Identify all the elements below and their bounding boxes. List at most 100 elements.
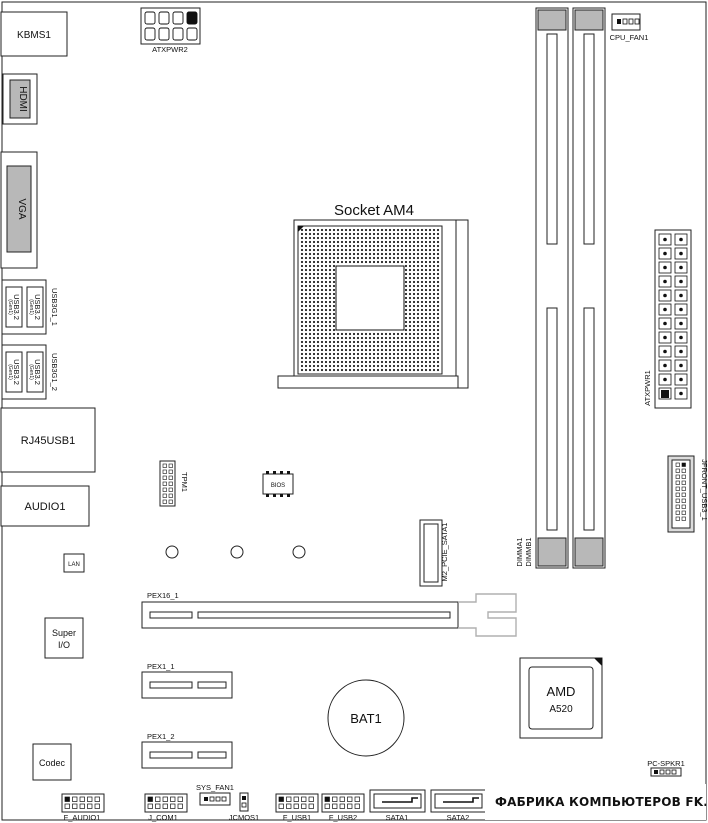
socket-pin xyxy=(436,272,440,276)
socket-pin xyxy=(344,244,348,248)
socket-pin xyxy=(432,356,436,360)
socket-pin xyxy=(320,344,324,348)
socket-pin xyxy=(376,348,380,352)
socket-pin xyxy=(396,340,400,344)
battery: BAT1 xyxy=(327,679,405,757)
socket-pin xyxy=(328,352,332,356)
m2-slot: M2_PCIE_SATA1 xyxy=(419,519,449,587)
socket-pin xyxy=(416,332,420,336)
socket-pin xyxy=(428,348,432,352)
socket-pin xyxy=(404,276,408,280)
socket-pin xyxy=(372,260,376,264)
header-pin xyxy=(87,803,93,809)
socket-pin xyxy=(436,228,440,232)
socket-pin xyxy=(384,228,388,232)
socket-pin xyxy=(316,256,320,260)
bios-leg xyxy=(266,494,269,497)
socket-pin xyxy=(304,288,308,292)
socket-pin xyxy=(396,256,400,260)
socket-pin xyxy=(408,296,412,300)
socket-pin xyxy=(320,352,324,356)
socket-pin xyxy=(404,312,408,316)
socket-pin xyxy=(316,348,320,352)
socket-pin xyxy=(368,236,372,240)
socket-pin xyxy=(428,304,432,308)
socket-pin xyxy=(316,260,320,264)
socket-pin xyxy=(436,252,440,256)
socket-pin xyxy=(340,252,344,256)
socket-pin xyxy=(308,356,312,360)
socket-pin xyxy=(340,236,344,240)
socket-pin xyxy=(304,228,308,232)
socket-pin xyxy=(312,280,316,284)
socket-pin xyxy=(344,260,348,264)
socket-pin xyxy=(400,360,404,364)
atxpwr2-pin xyxy=(158,11,170,25)
socket-pin xyxy=(404,272,408,276)
socket-pin xyxy=(332,364,336,368)
socket-pin xyxy=(304,256,308,260)
socket-pin xyxy=(360,244,364,248)
jfront-usb3-pin xyxy=(681,510,686,515)
socket-pin xyxy=(408,352,412,356)
jcmos-label: JCMOS1 xyxy=(229,813,259,822)
socket-pin xyxy=(348,240,352,244)
socket-pin xyxy=(348,340,352,344)
socket-pin xyxy=(408,332,412,336)
socket-pin xyxy=(364,252,368,256)
socket-pin xyxy=(388,252,392,256)
vga-label: VGA xyxy=(16,198,27,219)
socket-pin xyxy=(412,252,416,256)
socket-pin xyxy=(300,312,304,316)
socket-pin xyxy=(360,240,364,244)
socket-pin xyxy=(432,324,436,328)
usb-gen-label: (Gen1) xyxy=(7,364,13,380)
tpm-pin xyxy=(162,463,167,468)
socket-pin xyxy=(368,256,372,260)
socket-pin xyxy=(396,332,400,336)
socket-pin xyxy=(428,260,432,264)
atxpwr1-pin-dot xyxy=(679,293,683,298)
socket-pin xyxy=(416,316,420,320)
bios-leg xyxy=(273,494,276,497)
socket-pin xyxy=(416,344,420,348)
socket-pin xyxy=(404,344,408,348)
socket-pin xyxy=(360,368,364,372)
socket-pin xyxy=(308,304,312,308)
socket-pin xyxy=(404,260,408,264)
socket-pin xyxy=(320,228,324,232)
socket-pin xyxy=(408,228,412,232)
socket-pin xyxy=(432,252,436,256)
socket-pin xyxy=(412,304,416,308)
socket-pin xyxy=(364,260,368,264)
socket-pin xyxy=(328,332,332,336)
socket-pin xyxy=(424,260,428,264)
socket-pin xyxy=(312,256,316,260)
socket-pin xyxy=(432,368,436,372)
socket-pin xyxy=(432,304,436,308)
socket-pin xyxy=(300,296,304,300)
socket-pin xyxy=(316,244,320,248)
socket-pin xyxy=(300,316,304,320)
socket-pin xyxy=(316,296,320,300)
chipset: AMD A520 xyxy=(519,657,603,739)
socket-pin xyxy=(416,324,420,328)
socket-pin xyxy=(424,324,428,328)
header-pin xyxy=(72,803,78,809)
socket-pin xyxy=(432,328,436,332)
socket-pin xyxy=(392,340,396,344)
socket-pin xyxy=(320,360,324,364)
socket-pin xyxy=(328,264,332,268)
socket-pin xyxy=(304,304,308,308)
socket-pin xyxy=(432,268,436,272)
socket-pin xyxy=(420,288,424,292)
socket-pin xyxy=(304,284,308,288)
tpm-pin xyxy=(168,499,173,504)
socket-pin xyxy=(412,244,416,248)
socket-pin xyxy=(424,316,428,320)
codec-label: Codec xyxy=(39,758,66,768)
socket-pin xyxy=(424,356,428,360)
socket-pin xyxy=(404,240,408,244)
header-pin xyxy=(324,803,330,809)
bios-leg xyxy=(280,494,283,497)
